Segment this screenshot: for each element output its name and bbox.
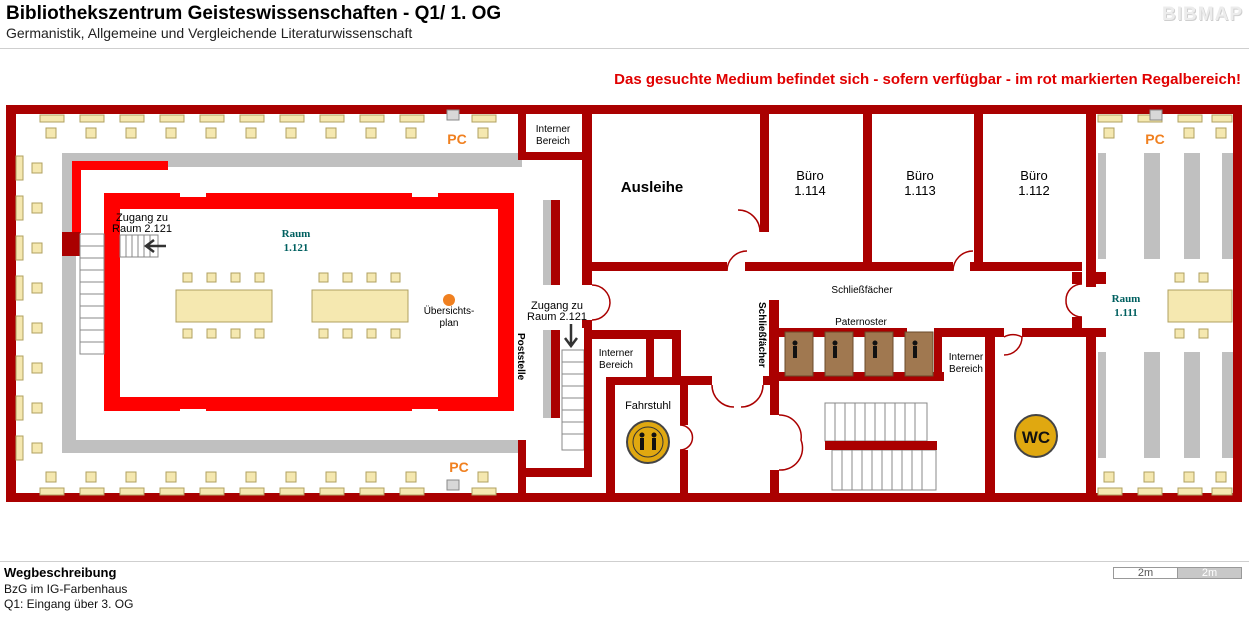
outer-walls <box>6 105 1242 502</box>
shelf-gaps <box>180 191 438 415</box>
you-are-here-dot <box>443 294 455 306</box>
tables-room-1121 <box>175 272 409 339</box>
wc-label: WC <box>1022 428 1050 447</box>
arrow-left-icon <box>143 239 166 253</box>
chair <box>1198 272 1209 283</box>
uebersicht-label-line2: plan <box>440 318 459 329</box>
paternoster-cabins <box>784 331 934 377</box>
buero-1114-number: 1.114 <box>794 183 826 198</box>
interner-bereich-label: Interner <box>599 348 634 359</box>
interner-bereich-label: Bereich <box>949 364 983 375</box>
buero-label: Büro <box>906 168 933 183</box>
zugang-label-right-line1: Zugang zu <box>531 300 583 312</box>
shelf <box>543 200 551 285</box>
page-subtitle: Germanistik, Allgemeine und Vergleichend… <box>6 25 413 41</box>
raum-1111-number: 1.111 <box>1114 307 1138 319</box>
chair <box>1174 328 1185 339</box>
page-title: Bibliothekszentrum Geisteswissenschaften… <box>6 3 502 24</box>
bibmap-logo: BIBMAP <box>1162 4 1243 25</box>
chair <box>1174 272 1185 283</box>
highlighted-shelves <box>72 161 168 233</box>
pc-icon <box>446 479 460 491</box>
doors <box>591 209 1083 471</box>
reading-desks-top-left <box>39 114 497 139</box>
chair <box>1198 328 1209 339</box>
route-line-1: BzG im IG-Farbenhaus <box>4 582 128 596</box>
interior-walls <box>518 112 1106 502</box>
wall <box>551 330 560 418</box>
uebersicht-label-line1: Übersichts- <box>424 305 475 317</box>
interner-bereich-label: Bereich <box>599 360 633 371</box>
notice-text: Das gesuchte Medium befindet sich - sofe… <box>614 71 1241 88</box>
room-1121-highlighted-shelves <box>104 193 514 411</box>
elevator-person-icon <box>639 432 657 450</box>
person-icon <box>792 340 918 358</box>
footer-divider <box>0 561 1249 562</box>
shelf <box>543 330 551 418</box>
raum-label: Raum <box>1112 293 1141 305</box>
buero-label: Büro <box>796 168 823 183</box>
raum-label: Raum <box>282 228 311 240</box>
arrow-down-icon <box>564 324 578 349</box>
reading-desks-bottom-left <box>39 471 497 496</box>
pc-label-bottom-left: PC <box>449 459 468 475</box>
pc-label-top-left: PC <box>447 131 466 147</box>
column <box>62 232 80 256</box>
buero-1113-number: 1.113 <box>904 183 936 198</box>
stairs-center <box>561 349 585 451</box>
wc-icon <box>1014 414 1058 458</box>
pc-icon <box>1149 109 1163 121</box>
zugang-label-line2: Raum 2.121 <box>112 223 172 235</box>
zugang-label-right-line2: Raum 2.121 <box>527 311 587 323</box>
table <box>1167 289 1233 323</box>
floor-plan: Zugang zu Raum 2.121 Raum 1.121 Übersich… <box>6 105 1242 502</box>
scale-left-segment: 2m <box>1113 567 1178 579</box>
stairs-bottom <box>824 402 937 491</box>
interner-bereich-label: Interner <box>536 124 571 135</box>
schliessfaecher-label: Schließfächer <box>831 285 893 296</box>
header-divider <box>0 48 1249 49</box>
interner-bereich-label: Bereich <box>536 136 570 147</box>
pc-label-top-right: PC <box>1145 131 1164 147</box>
fahrstuhl-label: Fahrstuhl <box>625 400 671 412</box>
reading-desks-left-wall <box>15 155 43 461</box>
buero-label: Büro <box>1020 168 1047 183</box>
shelves-right <box>1098 153 1233 458</box>
route-line-2: Q1: Eingang über 3. OG <box>4 597 134 611</box>
route-heading: Wegbeschreibung <box>4 565 117 580</box>
poststelle-label: Poststelle <box>515 333 526 381</box>
buero-1112-number: 1.112 <box>1018 183 1050 198</box>
zugang-label-line1: Zugang zu <box>116 212 168 224</box>
scale-right-segment: 2m <box>1177 567 1242 579</box>
pc-icon <box>446 109 460 121</box>
reading-desks-bottom-right <box>1097 471 1233 496</box>
scale-bar: 2m 2m <box>1113 567 1242 579</box>
paternoster-label: Paternoster <box>835 317 887 328</box>
ausleihe-label: Ausleihe <box>621 179 684 196</box>
schliessfaecher-vertical-label: Schließfächer <box>756 302 767 368</box>
wall <box>551 200 560 285</box>
elevator-icon-ring <box>632 426 664 458</box>
interner-bereich-label: Interner <box>949 352 984 363</box>
raum-1121-number: 1.121 <box>284 242 309 254</box>
